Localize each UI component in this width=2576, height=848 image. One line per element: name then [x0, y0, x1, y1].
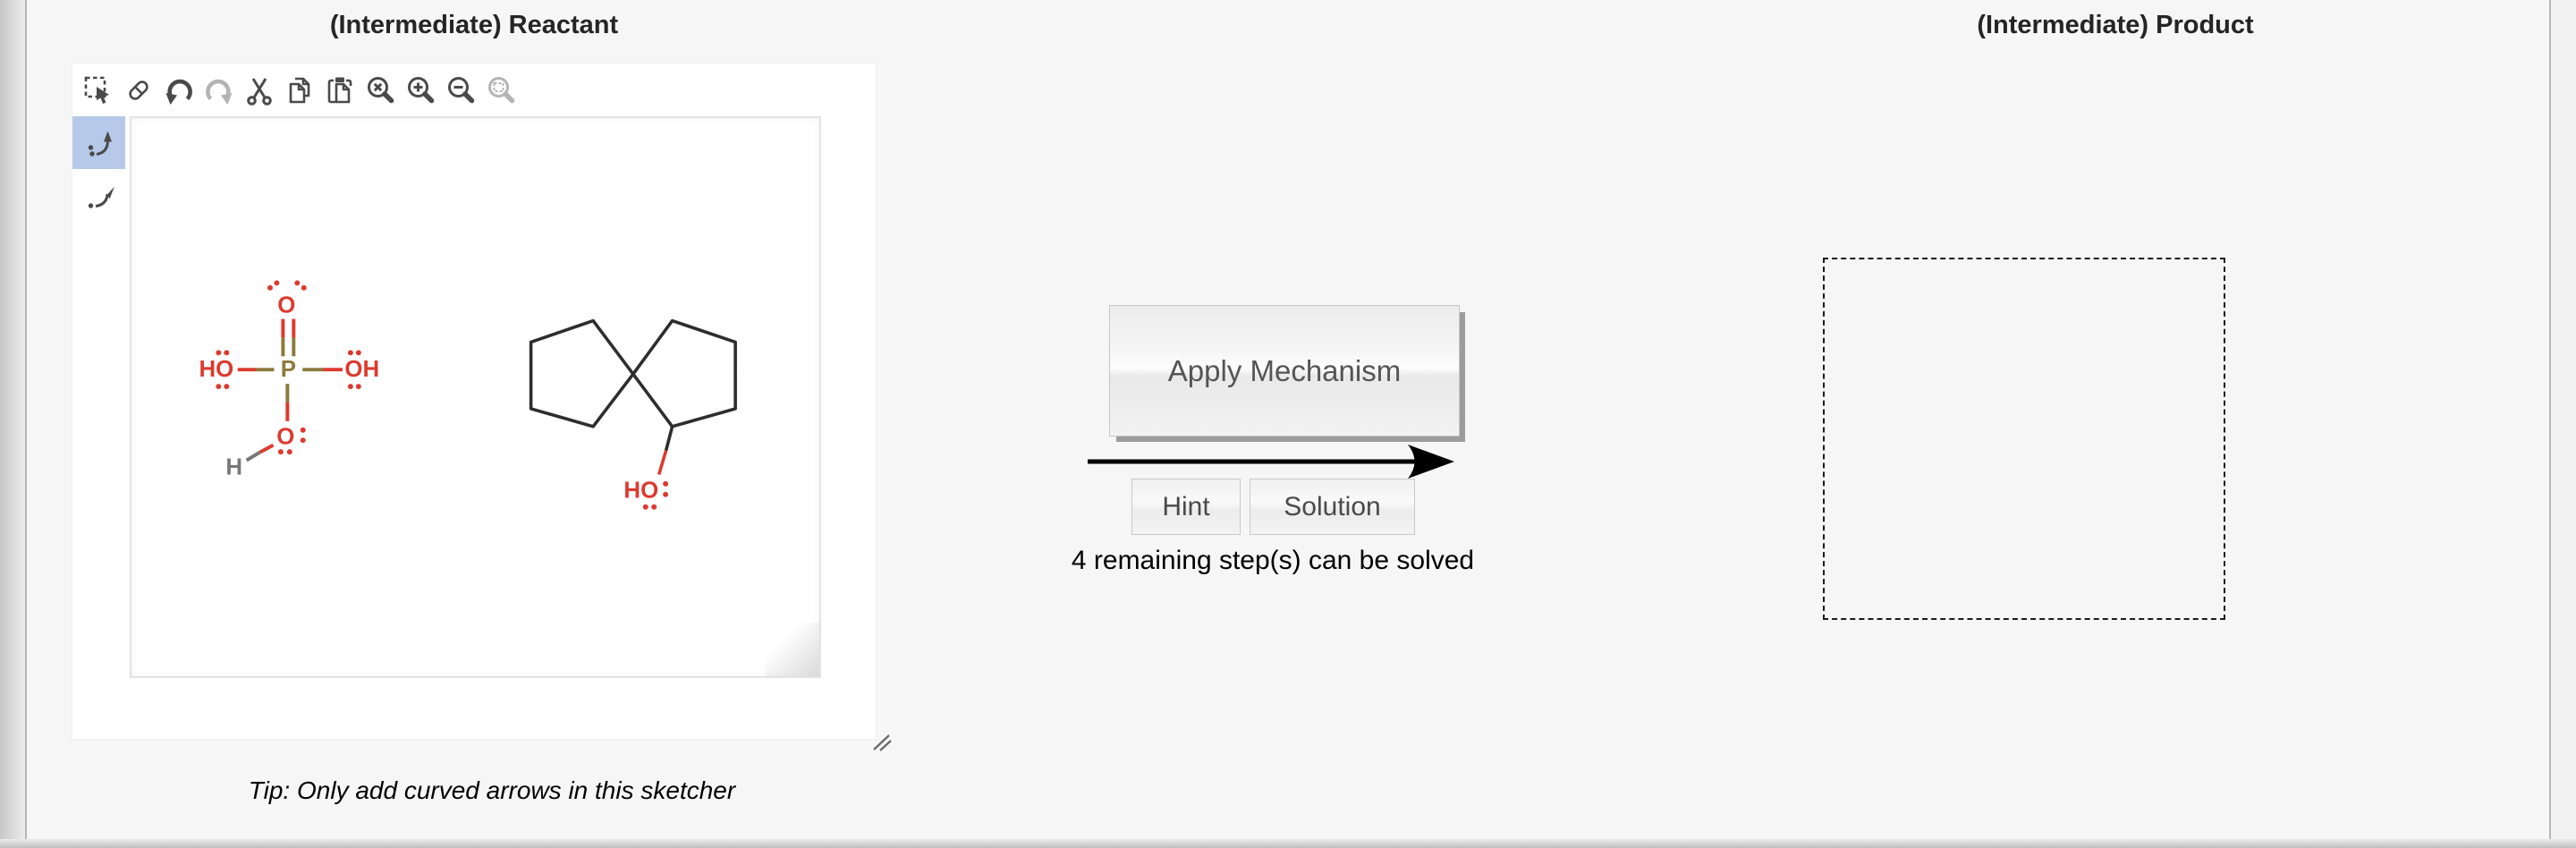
atom-label-oh-right: OH	[344, 357, 379, 382]
reaction-arrow	[1088, 445, 1454, 479]
zoom-in-icon	[407, 77, 434, 104]
zoom-out-button[interactable]	[440, 66, 480, 114]
paste-icon	[327, 77, 352, 104]
marquee-select-icon	[84, 76, 109, 104]
window-right-edge	[2549, 0, 2551, 848]
radical-arrow-icon	[88, 186, 114, 208]
electron-pair-arrow-icon	[88, 131, 112, 157]
paste-button[interactable]	[319, 66, 360, 114]
solution-button[interactable]: Solution	[1250, 479, 1415, 535]
spiro-alcohol-structure: HO	[529, 318, 737, 510]
window-bottom-edge	[0, 839, 2576, 848]
arrow-tool-column	[72, 116, 125, 222]
redo-icon	[205, 79, 232, 105]
product-drop-area	[1823, 258, 2225, 620]
apply-mechanism-button[interactable]: Apply Mechanism	[1109, 305, 1460, 437]
electron-pair-arrow-tool[interactable]	[72, 116, 125, 169]
window-left-edge	[0, 0, 27, 848]
zoom-reset-icon	[367, 77, 394, 104]
phosphoric-acid-structure: P O HO OH O H	[199, 280, 379, 479]
marquee-select-button[interactable]	[78, 66, 118, 114]
zoom-reset-button[interactable]	[360, 66, 400, 114]
eraser-icon	[128, 81, 148, 100]
marvin-sketcher: P O HO OH O H	[72, 63, 877, 740]
sketcher-tip: Tip: Only add curved arrows in this sket…	[248, 776, 736, 804]
eraser-button[interactable]	[118, 66, 158, 114]
atom-label-ho: HO	[623, 478, 658, 503]
remaining-steps-status: 4 remaining step(s) can be solved	[1071, 546, 1475, 575]
lone-pair-dots	[216, 280, 361, 455]
zoom-out-icon	[447, 77, 474, 104]
zoom-in-button[interactable]	[400, 66, 440, 114]
undo-icon	[165, 79, 192, 105]
reactant-title: (Intermediate) Reactant	[329, 11, 619, 39]
zoom-fit-button[interactable]	[480, 66, 521, 114]
atom-label-o-top: O	[277, 293, 295, 318]
undo-button[interactable]	[158, 66, 199, 114]
resize-grip-icon	[873, 734, 892, 751]
atom-label-p: P	[281, 357, 296, 382]
cut-button[interactable]	[239, 66, 279, 114]
atom-label-ho-left: HO	[199, 357, 233, 382]
sketcher-canvas[interactable]: P O HO OH O H	[130, 116, 821, 678]
zoom-fit-icon	[487, 77, 514, 104]
copy-icon	[289, 77, 309, 104]
redo-button[interactable]	[199, 66, 239, 114]
product-title: (Intermediate) Product	[1977, 11, 2254, 39]
cut-icon	[246, 78, 272, 106]
radical-arrow-tool[interactable]	[72, 169, 125, 222]
sketcher-toolbar	[78, 64, 521, 116]
sketcher-resize-handle[interactable]	[871, 732, 894, 753]
molecule-drawing: P O HO OH O H	[199, 280, 737, 510]
atom-label-o-bottom: O	[276, 425, 294, 450]
copy-button[interactable]	[279, 66, 319, 114]
atom-label-h-bottom: H	[225, 454, 242, 479]
hint-button[interactable]: Hint	[1131, 479, 1241, 535]
lone-pair-dots	[642, 480, 669, 510]
